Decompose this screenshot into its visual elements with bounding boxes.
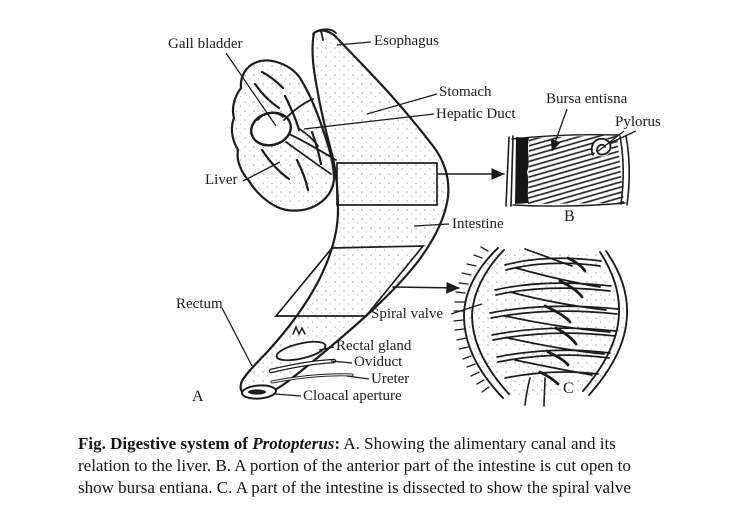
caption-line-3: show bursa entiana. C. A part of the int… <box>78 478 631 497</box>
liver-fissures <box>253 70 323 192</box>
leader-cloacal-aperture <box>274 393 302 397</box>
label-spiral-valve: Spiral valve <box>371 306 444 322</box>
label-stomach: Stomach <box>439 84 492 100</box>
gut-spikes <box>292 325 306 336</box>
label-esophagus: Esophagus <box>374 33 439 49</box>
leader-intestine <box>413 223 450 227</box>
caption-species-name: Protopterus <box>252 434 335 453</box>
arrow-to-c <box>392 281 460 294</box>
caption-line-1: Fig. Digestive system of Protopterus: A.… <box>78 433 718 455</box>
gall-bladder-inner-line <box>257 112 284 121</box>
panel-letter-c: C <box>563 380 574 397</box>
leader-lines <box>221 41 637 397</box>
leader-bursa-entisna-arrow <box>550 108 568 152</box>
pylorus-curl <box>590 137 612 156</box>
b-left-cut-edges <box>505 135 514 207</box>
caption-fig-prefix: Fig. Digestive system of <box>78 434 253 453</box>
label-gall-bladder: Gall bladder <box>168 36 243 52</box>
b-top-bottom-edges <box>511 133 626 207</box>
label-liver: Liver <box>205 172 238 188</box>
leader-ureter <box>346 375 370 380</box>
label-cloacal-aperture: Cloacal aperture <box>303 388 402 404</box>
leader-pylorus <box>596 130 637 153</box>
leader-hepatic-duct <box>303 113 435 130</box>
leader-oviduct <box>330 360 353 364</box>
leader-rectal-gland <box>318 346 335 351</box>
caption-colon: : <box>334 434 341 453</box>
figure-caption: Fig. Digestive system of Protopterus: A.… <box>78 433 718 499</box>
rectal-gland-shape <box>275 340 327 362</box>
label-hepatic-duct: Hepatic Duct <box>436 106 516 122</box>
cloacal-slit <box>248 389 266 395</box>
label-pylorus: Pylorus <box>615 114 661 130</box>
marker-parallelogram-to-c <box>274 245 425 317</box>
leader-spiral-valve <box>450 303 483 315</box>
label-rectal-gland: Rectal gland <box>336 338 412 354</box>
hepatic-ducts <box>283 98 337 175</box>
label-ureter: Ureter <box>371 371 410 387</box>
marker-rect-to-b <box>336 162 438 206</box>
label-intestine: Intestine <box>452 216 504 232</box>
c-spiral-diagonals <box>504 248 611 376</box>
c-valve-edge-accents <box>538 256 587 386</box>
c-right-wall <box>582 250 628 396</box>
b-dark-band <box>515 137 529 204</box>
label-rectum: Rectum <box>176 296 223 312</box>
caption-line-2: relation to the liver. B. A portion of t… <box>78 456 631 475</box>
ureter-lumen <box>271 374 353 383</box>
digestive-system-illustration <box>221 28 637 407</box>
leader-gall-bladder <box>225 52 277 127</box>
leader-esophagus <box>336 41 372 46</box>
leader-stomach <box>366 93 438 115</box>
b-right-cut-edges <box>619 135 630 206</box>
leader-liver <box>242 161 281 182</box>
caption-line1-text: A. Showing the alimentary canal and its <box>340 434 616 453</box>
c-bottom-tube <box>524 377 546 407</box>
c-interior <box>466 249 625 396</box>
oviduct-lumen <box>270 360 335 372</box>
leader-rectum <box>221 307 253 367</box>
label-bursa-entisna: Bursa entisna <box>546 91 628 107</box>
panel-b-drawing <box>505 133 630 207</box>
c-left-wall <box>463 247 510 399</box>
label-oviduct: Oviduct <box>354 354 403 370</box>
panel-c-drawing <box>453 246 628 407</box>
panel-letter-b: B <box>564 208 575 225</box>
esophagus-opening <box>312 28 337 41</box>
panel-letter-a: A <box>192 388 204 405</box>
